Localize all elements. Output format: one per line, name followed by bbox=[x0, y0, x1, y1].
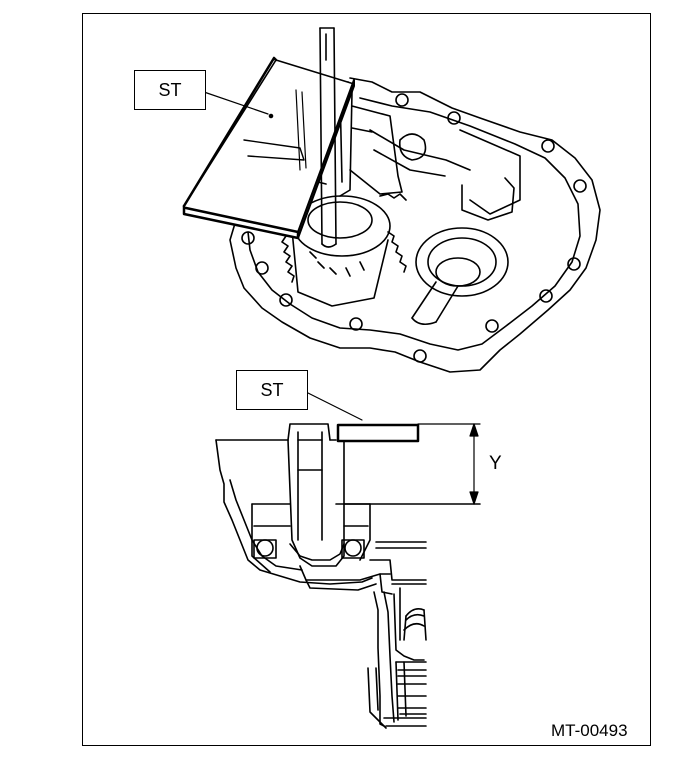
st-callout-bottom: ST bbox=[236, 370, 308, 410]
gauge-rods bbox=[319, 27, 337, 248]
st-plate-top bbox=[182, 56, 355, 240]
dimension-y bbox=[417, 423, 481, 505]
st-leader-top bbox=[203, 91, 269, 115]
st-leader-bottom bbox=[305, 391, 363, 421]
section-view bbox=[215, 423, 481, 729]
figure-code: MT-00493 bbox=[551, 721, 628, 740]
st-plate-section bbox=[336, 423, 420, 443]
figure-frame bbox=[82, 13, 651, 746]
st-callout-top: ST bbox=[134, 70, 206, 110]
dimension-y-label: Y bbox=[489, 453, 502, 474]
